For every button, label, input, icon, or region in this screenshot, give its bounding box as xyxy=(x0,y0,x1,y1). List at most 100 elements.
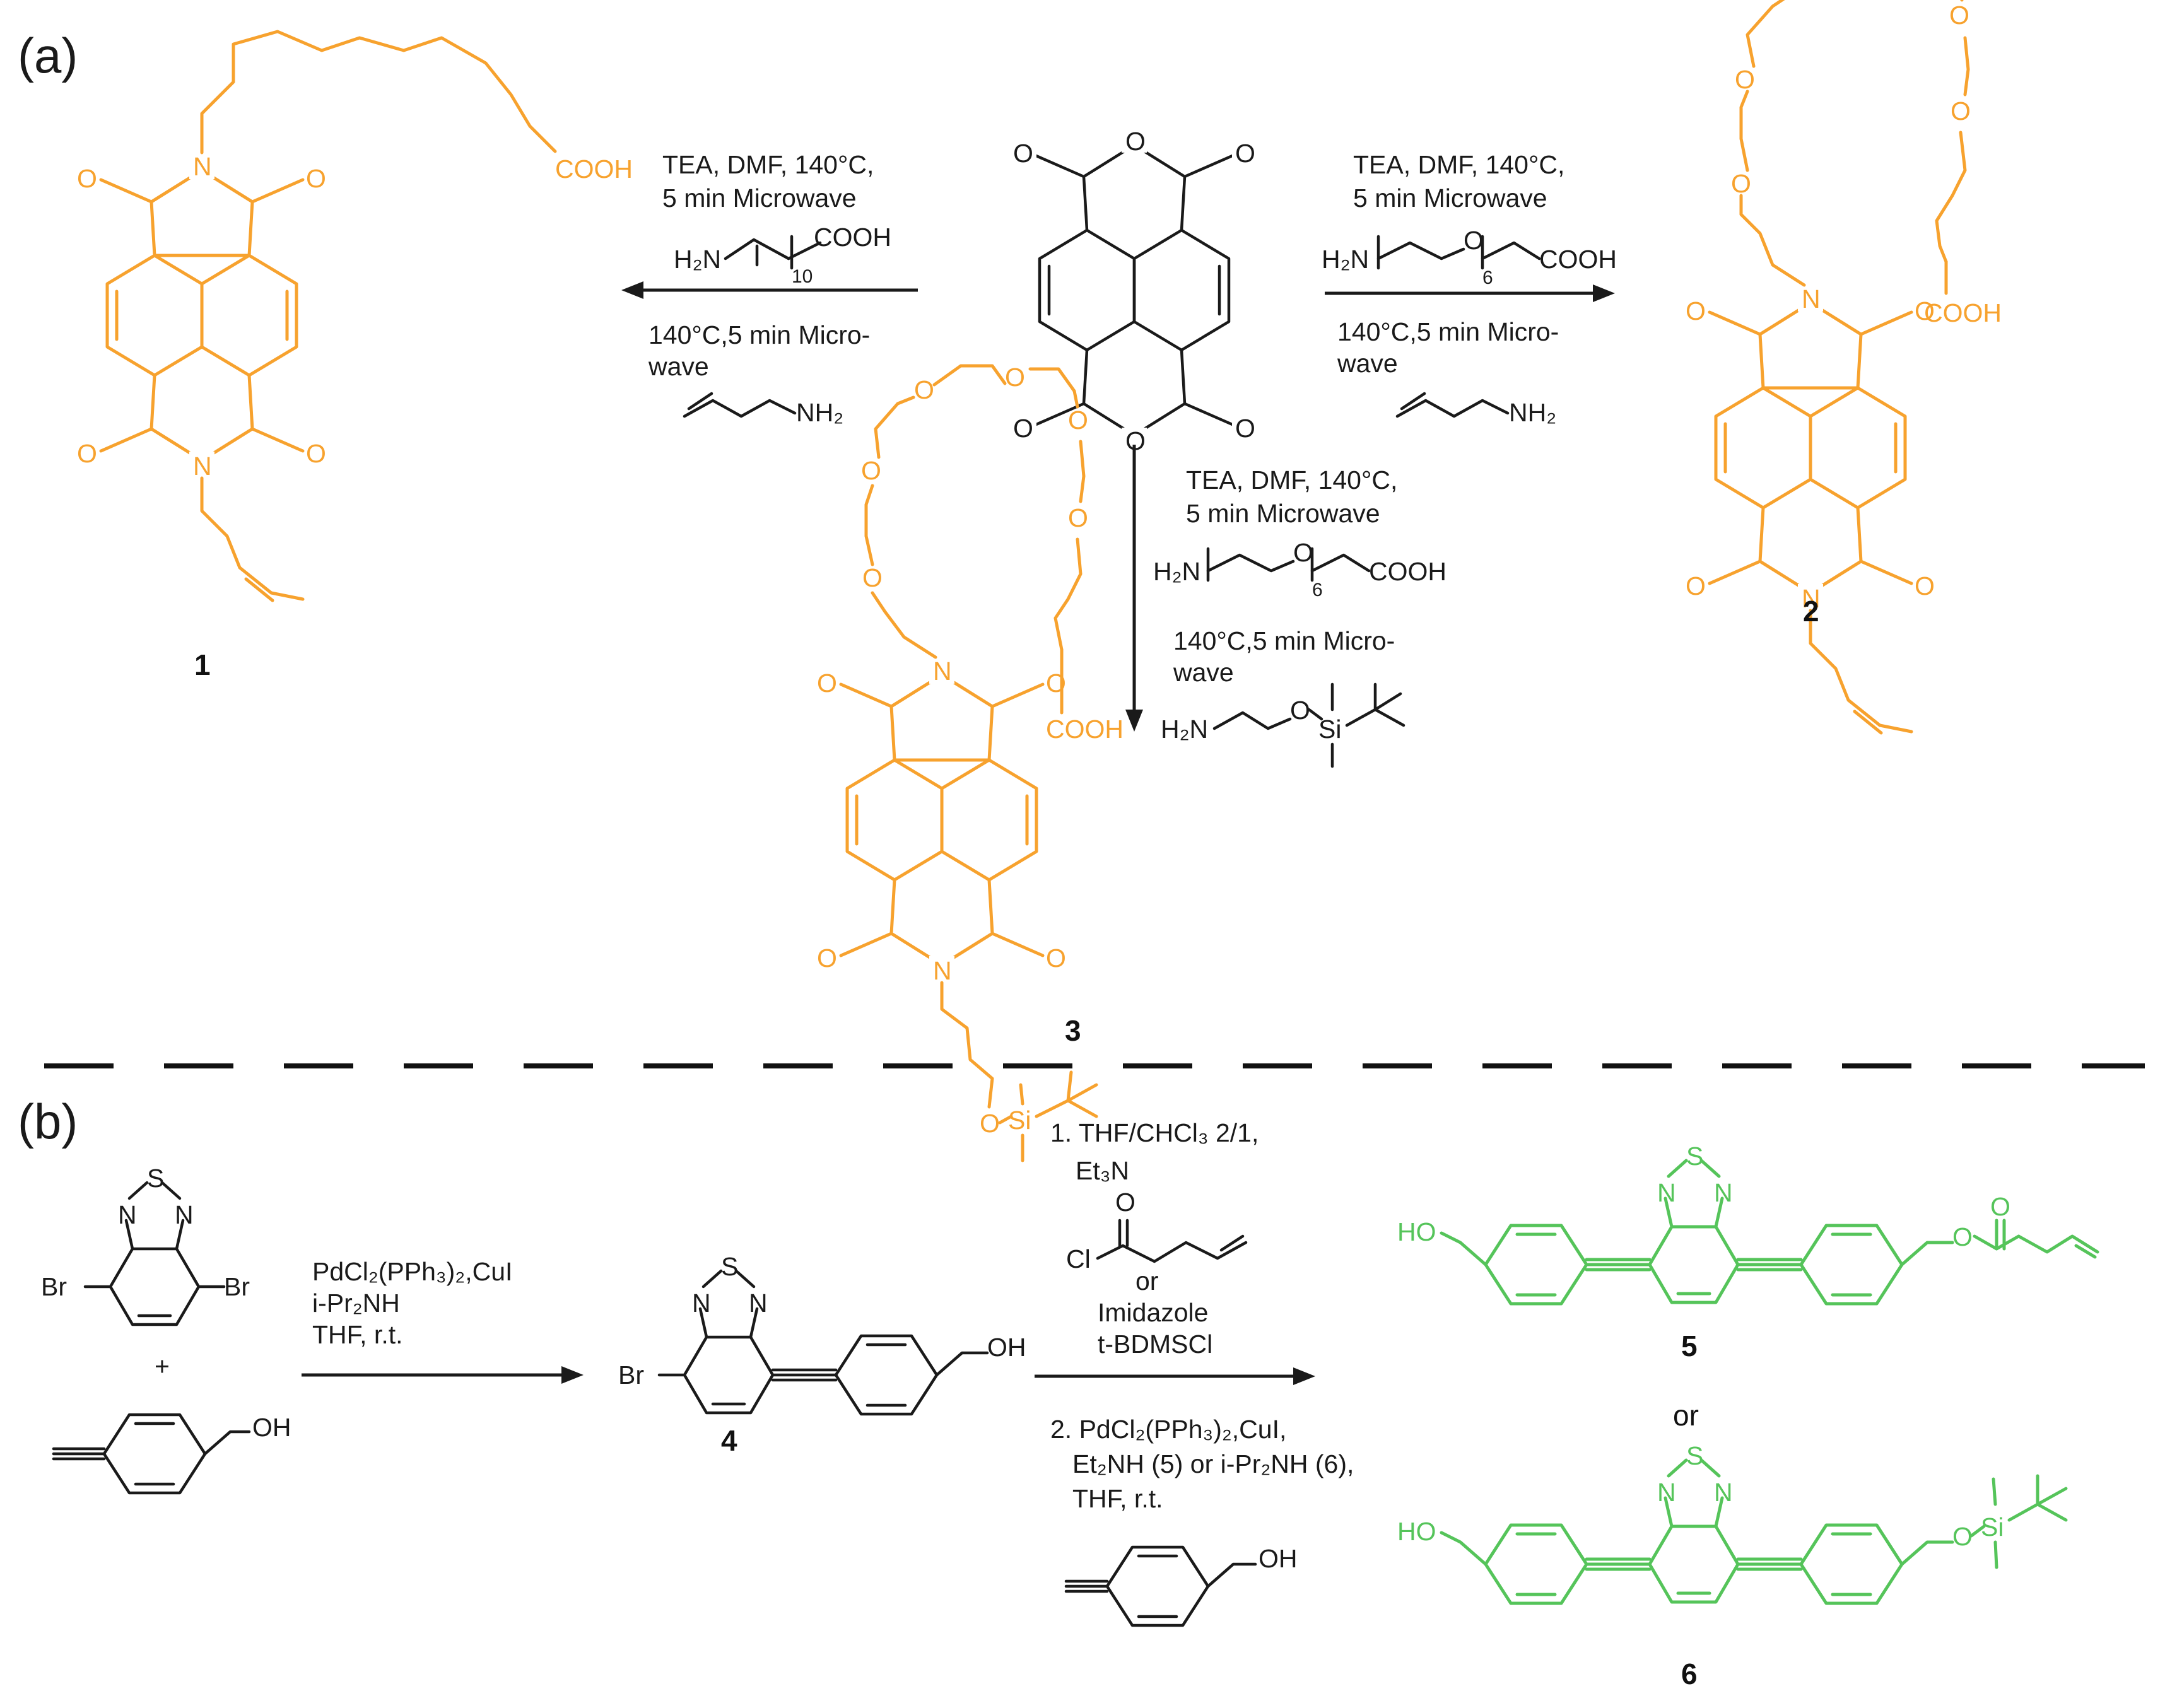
cond-b2-5: t-BDMSCl xyxy=(1098,1330,1212,1359)
atom-cooh: COOH xyxy=(814,223,891,252)
atom-h2n: H₂N xyxy=(1153,557,1200,586)
cond-b2-7: Et₂NH (5) or i-Pr₂NH (6), xyxy=(1072,1449,1354,1478)
atom-br: Br xyxy=(618,1360,644,1389)
or-label: or xyxy=(1673,1399,1699,1432)
atom-n: N xyxy=(749,1289,768,1318)
atom-cooh: COOH xyxy=(1539,245,1617,274)
atom-oh: OH xyxy=(987,1333,1026,1362)
atom-cooh: COOH xyxy=(1924,298,2002,327)
compound-number-6: 6 xyxy=(1681,1658,1698,1690)
atom-o: O xyxy=(817,669,837,698)
atom-cooh: COOH xyxy=(1369,557,1446,586)
atom-n: N xyxy=(175,1200,194,1229)
atom-h2n: H₂N xyxy=(1161,715,1208,744)
cond-b2-6: 2. PdCl₂(PPh₃)₂,CuI, xyxy=(1050,1415,1286,1444)
ntcda-structure: O O O O O O xyxy=(1011,127,1257,455)
atom-s: S xyxy=(147,1164,164,1193)
atom-o: O xyxy=(1949,1,1969,30)
atom-ho: HO xyxy=(1397,1517,1436,1546)
atom-n: N xyxy=(1714,1178,1733,1207)
atom-o: O xyxy=(914,375,934,404)
atom-o: O xyxy=(1115,1188,1135,1217)
compound-1-structure: N N O O O O COOH xyxy=(77,30,633,602)
butenylamine xyxy=(1395,399,1510,418)
atom-o: O xyxy=(1290,696,1310,725)
atom-s: S xyxy=(1686,1441,1703,1470)
atom-o: O xyxy=(1990,1192,2010,1221)
panel-label-b: (b) xyxy=(18,1094,78,1149)
atom-si: Si xyxy=(1981,1512,2004,1541)
tbs-ethanolamine xyxy=(1212,711,1292,730)
atom-o: O xyxy=(1464,226,1484,255)
atom-o: O xyxy=(1735,65,1755,94)
atom-nh2: NH₂ xyxy=(1509,398,1556,427)
peg-chain xyxy=(1206,553,1295,573)
atom-n: N xyxy=(1714,1478,1733,1507)
atom-o: O xyxy=(862,563,883,592)
arrowhead xyxy=(1125,710,1143,732)
arrowhead xyxy=(621,281,643,299)
ethynylbenzyl-alcohol-reagent: OH xyxy=(1064,1544,1298,1625)
atom-n: N xyxy=(1657,1178,1676,1207)
atom-h2n: H₂N xyxy=(1322,245,1369,274)
compound-number-4: 4 xyxy=(721,1424,737,1457)
atom-o: O xyxy=(1235,139,1255,168)
atom-o: O xyxy=(1235,414,1255,443)
atom-n: N xyxy=(933,956,952,985)
dibromo-btd-structure: N N S Br Br xyxy=(41,1164,250,1325)
cond-b2-1: 1. THF/CHCl₃ 2/1, xyxy=(1050,1118,1259,1147)
atom-o: O xyxy=(1915,296,1935,325)
atom-o: O xyxy=(1951,97,1971,126)
atom-n: N xyxy=(1802,284,1821,313)
atom-o: O xyxy=(306,164,326,193)
ethynylbenzyl-alcohol-structure: OH xyxy=(52,1413,291,1493)
arrowhead xyxy=(561,1366,584,1384)
atom-n: N xyxy=(1802,584,1821,613)
atom-oh: OH xyxy=(252,1413,291,1442)
cond-a-down-3: 140°C,5 min Micro- xyxy=(1173,626,1395,655)
cond-a-down-4: wave xyxy=(1173,658,1234,687)
atom-n: N xyxy=(1657,1478,1676,1507)
peg-chain xyxy=(1376,241,1465,260)
atom-n: N xyxy=(692,1289,711,1318)
atom-o: O xyxy=(1952,1522,1973,1551)
subscript-10: 10 xyxy=(792,266,813,287)
atom-o: O xyxy=(1293,538,1313,567)
atom-br: Br xyxy=(224,1272,250,1301)
atom-cooh: COOH xyxy=(1046,715,1124,744)
cond-a-left-4: wave xyxy=(648,352,709,381)
butenylamine xyxy=(683,399,797,418)
cond-a-right-2: 5 min Microwave xyxy=(1353,184,1547,213)
cond-b1-1: PdCl₂(PPh₃)₂,CuI xyxy=(312,1257,512,1286)
atom-o: O xyxy=(77,164,97,193)
alkyl-chain xyxy=(724,238,790,260)
cond-a-right-4: wave xyxy=(1337,349,1398,378)
arrowhead xyxy=(1293,1367,1315,1385)
subscript-6: 6 xyxy=(1312,580,1323,600)
atom-o: O xyxy=(1952,1222,1973,1251)
compound-number-3: 3 xyxy=(1065,1014,1081,1047)
atom-o: O xyxy=(1068,503,1088,532)
cond-b1-2: i-Pr₂NH xyxy=(312,1289,400,1318)
atom-o: O xyxy=(817,944,837,973)
cond-a-left-2: 5 min Microwave xyxy=(662,184,857,213)
arrowhead xyxy=(1593,284,1615,302)
cond-b2-2: Et₃N xyxy=(1076,1156,1129,1185)
atom-o: O xyxy=(1013,139,1033,168)
atom-nh2: NH₂ xyxy=(796,398,843,427)
atom-o: O xyxy=(1068,406,1088,435)
atom-cl: Cl xyxy=(1066,1244,1091,1273)
cond-b2-8: THF, r.t. xyxy=(1072,1484,1163,1513)
atom-oh: OH xyxy=(1259,1544,1298,1573)
atom-si: Si xyxy=(1008,1106,1031,1135)
atom-n: N xyxy=(193,452,212,481)
cond-a-left-3: 140°C,5 min Micro- xyxy=(648,320,870,349)
compound-2-structure: N N O O O O O O O O O O COOH xyxy=(1686,0,2002,735)
cond-a-right-3: 140°C,5 min Micro- xyxy=(1337,317,1559,346)
cond-b1-3: THF, r.t. xyxy=(312,1320,403,1349)
compound-3-structure: N N O O O O O O O O O O COOH O Si xyxy=(817,363,1124,1162)
atom-s: S xyxy=(721,1252,738,1281)
compound-number-5: 5 xyxy=(1681,1330,1698,1362)
cond-b2-4: Imidazole xyxy=(1098,1298,1208,1327)
